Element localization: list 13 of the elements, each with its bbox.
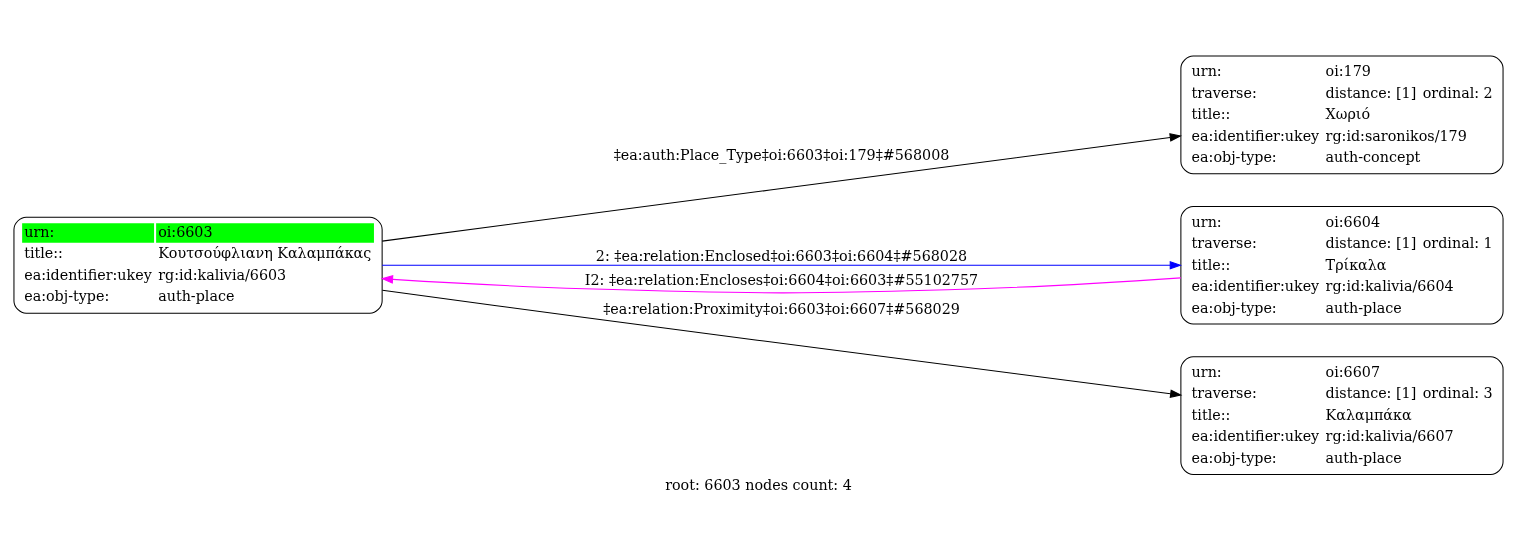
- caption: root: 6603 nodes count: 4: [664, 476, 852, 493]
- edge-label: I2: ‡ea:relation:Encloses‡oi:6604‡oi:6603‡#55102757: [584, 271, 978, 288]
- arrow: [381, 132, 1182, 242]
- edge-label: ‡ea:auth:Place_Type‡oi:6603‡oi:179‡#568008: [613, 146, 949, 163]
- edge-label: 2: ‡ea:relation:Enclosed‡oi:6603‡oi:6604‡#568028: [595, 247, 967, 264]
- node-box: urn: oi:179 traverse: distance: [1] ordinal: 2 title:: Χωριό ea:identifier:ukey rg:id:saronikos/179 ea:obj-type: auth-concept: [1179, 55, 1504, 174]
- arrow: [381, 260, 1182, 270]
- node-box: urn: oi:6607 traverse: distance: [1] ordinal: 3 title:: Καλαμπάκα ea:identifier:ukey rg:id:kalivia/6607 ea:obj-type: auth-place: [1179, 355, 1504, 475]
- edge-label: ‡ea:relation:Proximity‡oi:6603‡oi:6607‡#568029: [602, 300, 960, 317]
- node-box: urn: oi:6604 traverse: distance: [1] ordinal: 1 title:: Τρίκαλα ea:identifier:ukey rg:id:kalivia/6604 ea:obj-type: auth-place: [1179, 205, 1504, 325]
- arrow: [381, 289, 1182, 398]
- node-box: urn: oi:6603 title:: Κουτσούφλιανη Καλαμπάκας ea:identifier:ukey rg:id:kalivia/6603 ea:obj-type: auth-place: [12, 216, 383, 314]
- arrow: [380, 274, 1181, 293]
